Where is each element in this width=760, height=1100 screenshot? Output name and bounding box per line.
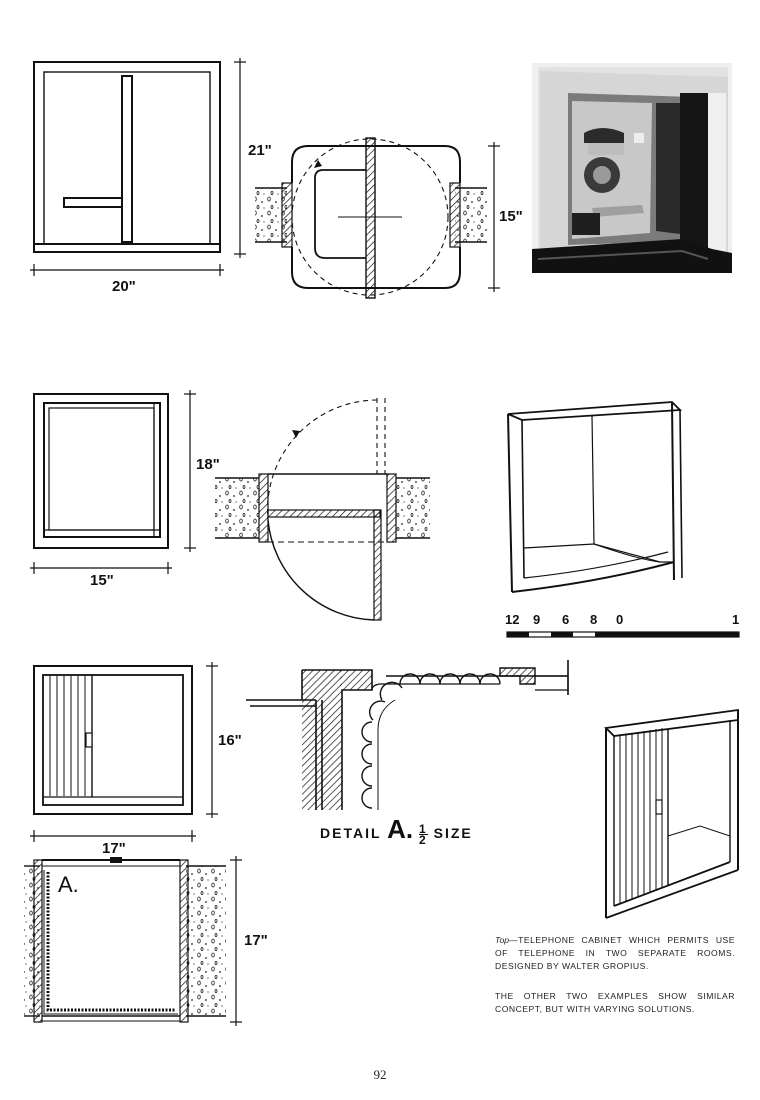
top-front-elevation [33, 61, 221, 253]
top-depth-label: 15" [499, 208, 523, 225]
telephone-cabinet-photo [532, 63, 732, 273]
top-dimension-lines [30, 58, 246, 276]
middle-dimension-lines [30, 390, 196, 574]
bottom-isometric-cabinet [604, 708, 739, 919]
top-width-label: 20" [112, 278, 136, 295]
scale-tick: 8 [590, 612, 598, 627]
scale-bar [506, 631, 740, 638]
scale-tick: 12 [505, 612, 520, 627]
plan-marker-a: A. [58, 872, 79, 897]
scale-tick: 1 [732, 612, 740, 627]
detail-prefix: DETAIL [320, 825, 382, 841]
middle-plan-view [215, 398, 430, 621]
bottom-front-elevation [33, 665, 193, 815]
caption-paragraph-1: Top—TELEPHONE CABINET WHICH PERMITS USE … [495, 934, 735, 973]
detail-fraction: 1 2 [419, 821, 428, 847]
scale-tick: 9 [533, 612, 541, 627]
middle-height-label: 18" [196, 456, 220, 473]
bottom-plan-dimension [230, 856, 242, 1026]
scale-tick: 0 [616, 612, 624, 627]
detail-letter: A. [387, 814, 414, 844]
middle-isometric-cabinet [507, 401, 683, 593]
fraction-denominator: 2 [419, 832, 428, 847]
scale-tick: 6 [562, 612, 570, 627]
page-number: 92 [373, 1067, 387, 1082]
fraction-numerator: 1 [419, 821, 428, 836]
top-height-label: 21" [248, 142, 272, 159]
bottom-width-label: 17" [102, 840, 126, 857]
bottom-height-label: 16" [218, 732, 242, 749]
middle-width-label: 15" [90, 572, 114, 589]
detail-a-drawing [246, 660, 569, 810]
bottom-depth-label: 17" [244, 932, 268, 949]
bottom-plan-view [24, 857, 226, 1023]
detail-suffix: SIZE [433, 825, 473, 841]
caption-lead: Top [495, 935, 510, 945]
middle-front-elevation [33, 393, 169, 549]
caption-text-1: —TELEPHONE CABINET WHICH PERMITS USE OF … [495, 935, 735, 971]
top-plan-view [255, 137, 487, 299]
detail-a-label: DETAIL A. 1 2 SIZE [320, 814, 473, 847]
top-plan-dimension [488, 142, 500, 292]
caption-paragraph-2: THE OTHER TWO EXAMPLES SHOW SIMILAR CONC… [495, 991, 735, 1014]
bottom-dimension-lines [30, 662, 218, 842]
